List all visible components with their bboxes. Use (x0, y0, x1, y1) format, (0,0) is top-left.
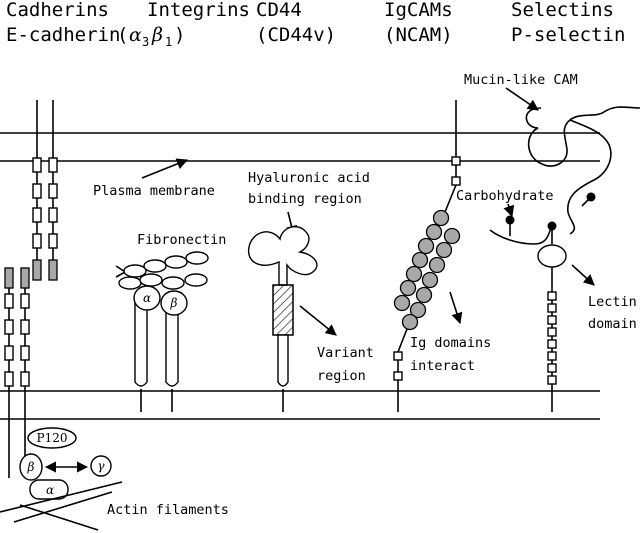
ig-domains-arrow (449, 291, 463, 325)
plasma-membrane-arrow (141, 158, 189, 179)
gamma-catenin (90, 455, 112, 477)
mucin-stem (567, 119, 612, 235)
carbohydrate-label: Carbohydrate (456, 188, 554, 204)
alpha-catenin (29, 479, 69, 500)
gamma-catenin-label: γ (97, 459, 105, 473)
plasma-membrane-label: Plasma membrane (93, 183, 215, 199)
lectin-label-line1: Lectin (588, 294, 637, 310)
mucin-label: Mucin-like CAM (464, 72, 578, 88)
variant-label-line1: Variant (317, 345, 374, 361)
cadherin-upper-pair (32, 100, 58, 281)
header-integrin-alpha: α (129, 24, 142, 46)
variant-label-line2: region (317, 368, 366, 384)
cadherin-lower-pair (4, 267, 30, 478)
cd44-variant-region (272, 284, 294, 336)
p120-label: P120 (37, 431, 68, 445)
header-selectins: Selectins (511, 0, 614, 21)
lectin-domain (537, 244, 567, 268)
integrin-beta-subunit (160, 290, 188, 316)
fibronectin-label: Fibronectin (137, 232, 226, 248)
lectin-binding-sugar (547, 221, 557, 231)
header-cd44v: (CD44v) (256, 24, 336, 46)
actin-filaments-label: Actin filaments (107, 502, 229, 518)
header-p-selectin: P-selectin (511, 24, 625, 46)
header-integrin-sub3: 3 (142, 35, 149, 49)
ig-label-line1: Ig domains (410, 335, 491, 351)
igcam-ncam (393, 100, 461, 412)
mucin-arrow (505, 87, 539, 111)
header-igcams: IgCAMs (384, 0, 453, 21)
header-e-cadherin: E-cadherin (6, 24, 120, 46)
integrin-beta-label: β (170, 296, 178, 310)
p-selectin-lectin-ligand (489, 225, 553, 245)
carbohydrate-groups (505, 192, 596, 236)
header-integrin-close: ) (174, 24, 185, 46)
cd44-stem (277, 334, 289, 387)
header-integrin-beta: β (151, 24, 163, 46)
header-integrins: Integrins (147, 0, 250, 21)
fibronectin-chain (115, 251, 209, 290)
header-cd44: CD44 (256, 0, 302, 21)
ig-label-line2: interact (410, 358, 475, 374)
integrin-alpha-subunit (133, 285, 161, 311)
carbohydrate-arrow (503, 203, 515, 218)
integrin-alpha-label: α (143, 291, 151, 305)
integrin-receptor (133, 285, 188, 412)
lectin-arrow (571, 264, 595, 286)
alpha-catenin-label: α (46, 483, 54, 497)
header-ncam: (NCAM) (384, 24, 453, 46)
header-cadherins: Cadherins (6, 0, 109, 21)
selectin-repeats (547, 291, 557, 412)
header-integrin-sub1: 1 (165, 35, 172, 49)
beta-catenin-label: β (27, 460, 35, 474)
variant-region-arrow (299, 305, 337, 336)
cd44-binding-domain (247, 225, 318, 286)
lectin-label-line2: domain (588, 316, 637, 332)
hyaluronic-label-line2: binding region (248, 191, 362, 207)
header-integrin-open: ( (117, 24, 128, 46)
hyaluronic-label-line1: Hyaluronic acid (248, 170, 370, 186)
beta-catenin (19, 453, 43, 481)
p120-catenin (27, 427, 77, 449)
mucin-like-cam (525, 106, 640, 167)
actin-filaments (0, 481, 123, 531)
